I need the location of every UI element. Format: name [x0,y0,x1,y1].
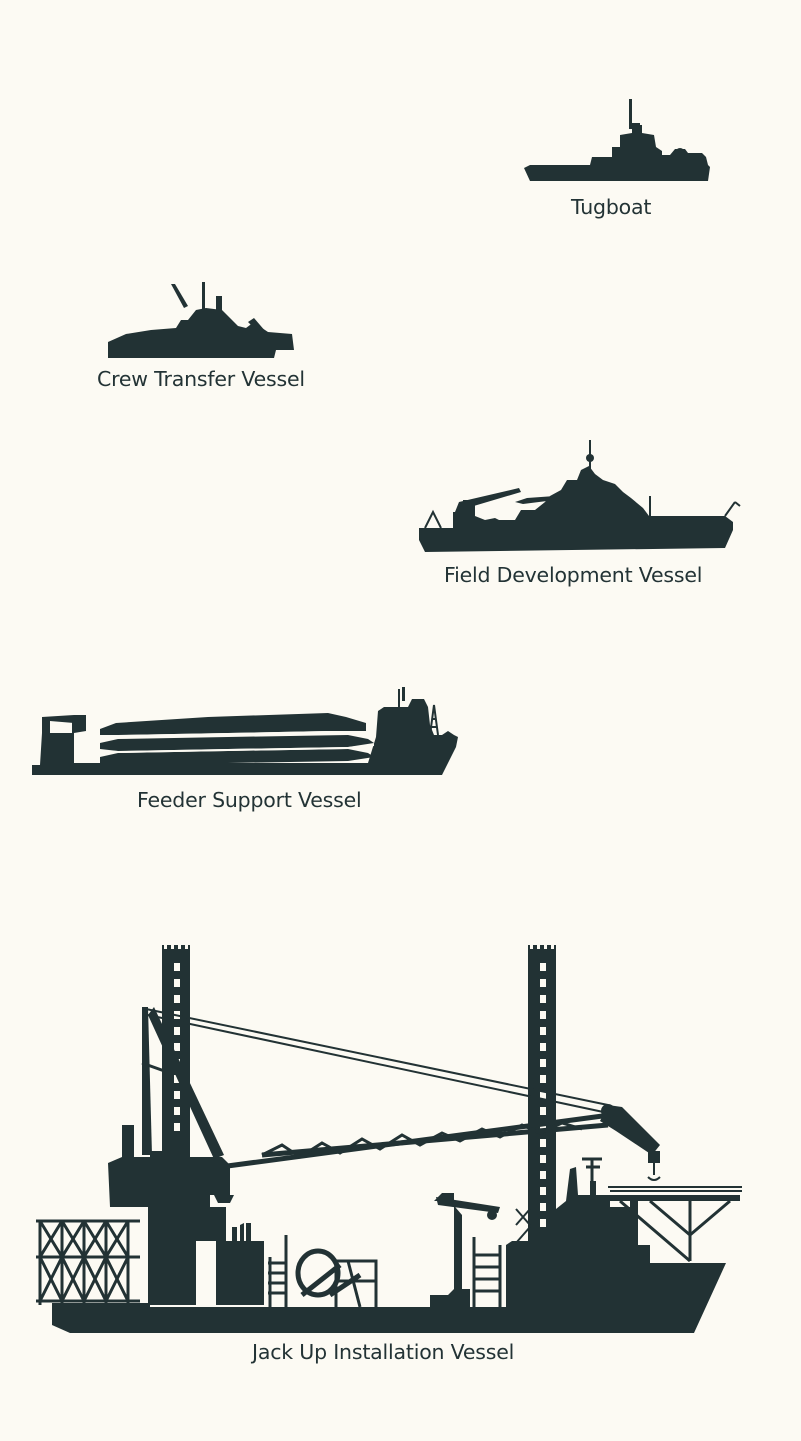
crew-transfer-vessel-icon [108,282,294,358]
vessel-tugboat: Tugboat [520,95,715,225]
vessel-label: Tugboat [571,195,652,219]
field-development-vessel-icon [419,440,741,552]
vessel-crew-transfer: Crew Transfer Vessel [96,280,311,395]
vessel-jack-up-installation: Jack Up Installation Vessel [30,945,750,1375]
vessel-label: Crew Transfer Vessel [97,367,305,391]
vessel-label: Field Development Vessel [444,563,703,587]
feeder-support-vessel-icon [32,687,458,775]
vessel-feeder-support: Feeder Support Vessel [28,685,460,820]
vessel-field-development: Field Development Vessel [415,440,741,595]
vessel-label: Feeder Support Vessel [137,788,362,812]
jack-up-installation-vessel-icon [36,945,742,1333]
vessel-label: Jack Up Installation Vessel [252,1340,515,1364]
tugboat-icon [524,99,710,181]
